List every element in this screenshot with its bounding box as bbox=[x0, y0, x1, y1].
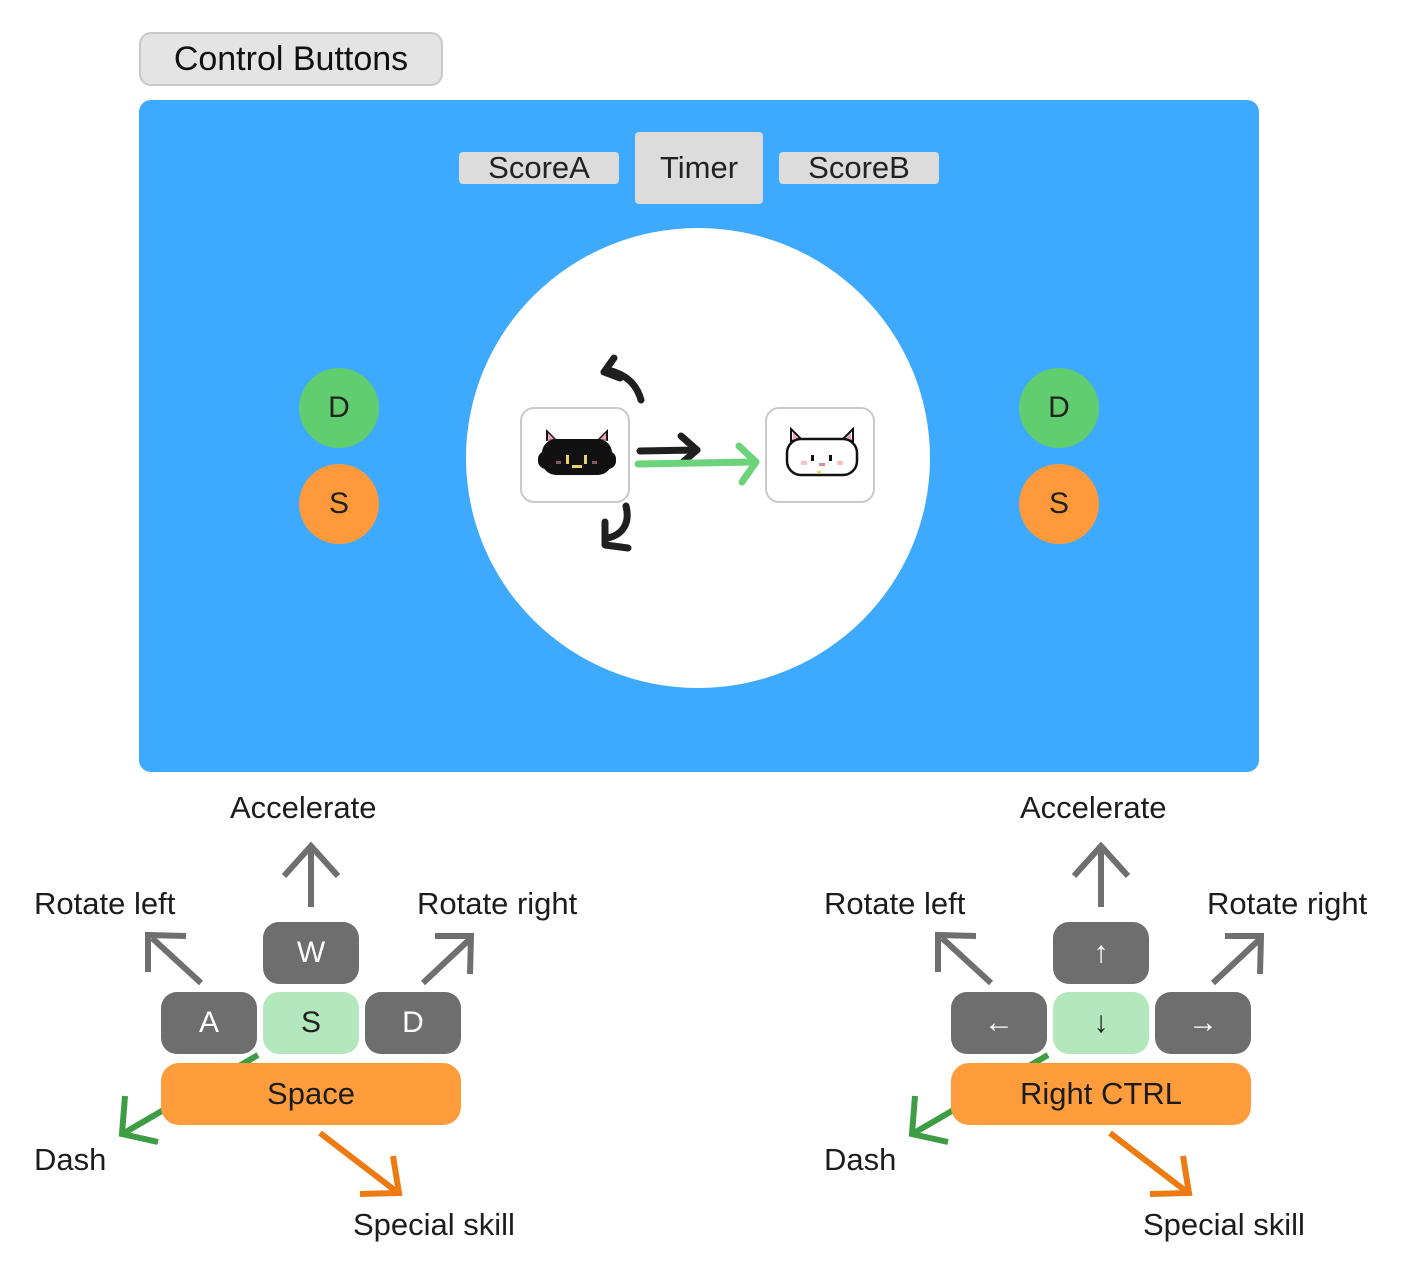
score-a-label: ScoreA bbox=[459, 152, 619, 184]
left-skill-indicator: S bbox=[299, 464, 379, 544]
rotate-arrows bbox=[600, 354, 701, 552]
control-buttons-button[interactable]: Control Buttons bbox=[139, 32, 443, 86]
p1-label-dash: Dash bbox=[34, 1142, 107, 1177]
black-cat-sprite bbox=[538, 429, 616, 475]
p2-label-rotate-left: Rotate left bbox=[824, 886, 966, 921]
p2-label-special-skill: Special skill bbox=[1143, 1207, 1305, 1242]
p2-key-up[interactable]: ↑ bbox=[1053, 922, 1149, 984]
p1-label-special-skill: Special skill bbox=[353, 1207, 515, 1242]
p2-label-rotate-right: Rotate right bbox=[1207, 886, 1368, 921]
p2-key-right[interactable]: → bbox=[1155, 992, 1251, 1054]
timer-label: Timer bbox=[635, 132, 763, 204]
white-cat-player bbox=[765, 407, 875, 503]
dash-arrow-arena bbox=[634, 442, 760, 486]
left-dash-indicator: D bbox=[299, 368, 379, 448]
p1-key-w[interactable]: W bbox=[263, 922, 359, 984]
right-skill-indicator: S bbox=[1019, 464, 1099, 544]
p1-key-d[interactable]: D bbox=[365, 992, 461, 1054]
p1-key-s[interactable]: S bbox=[263, 992, 359, 1054]
p2-key-right-ctrl[interactable]: Right CTRL bbox=[951, 1063, 1251, 1125]
p1-direction-arrows bbox=[145, 841, 475, 986]
game-arena: ScoreA Timer ScoreB D S D S bbox=[139, 100, 1259, 772]
p2-skill-arrow bbox=[1108, 1130, 1193, 1197]
p1-label-accelerate: Accelerate bbox=[230, 790, 377, 825]
p1-label-rotate-right: Rotate right bbox=[417, 886, 578, 921]
p2-label-accelerate: Accelerate bbox=[1020, 790, 1167, 825]
p1-skill-arrow bbox=[318, 1130, 403, 1197]
p2-key-down[interactable]: ↓ bbox=[1053, 992, 1149, 1054]
score-b-label: ScoreB bbox=[779, 152, 939, 184]
right-dash-indicator: D bbox=[1019, 368, 1099, 448]
p1-key-a[interactable]: A bbox=[161, 992, 257, 1054]
black-cat-player bbox=[520, 407, 630, 503]
p1-label-rotate-left: Rotate left bbox=[34, 886, 176, 921]
p2-label-dash: Dash bbox=[824, 1142, 897, 1177]
p1-key-space[interactable]: Space bbox=[161, 1063, 461, 1125]
p2-direction-arrows bbox=[935, 841, 1265, 986]
white-cat-sprite bbox=[785, 427, 859, 477]
p2-key-left[interactable]: ← bbox=[951, 992, 1047, 1054]
